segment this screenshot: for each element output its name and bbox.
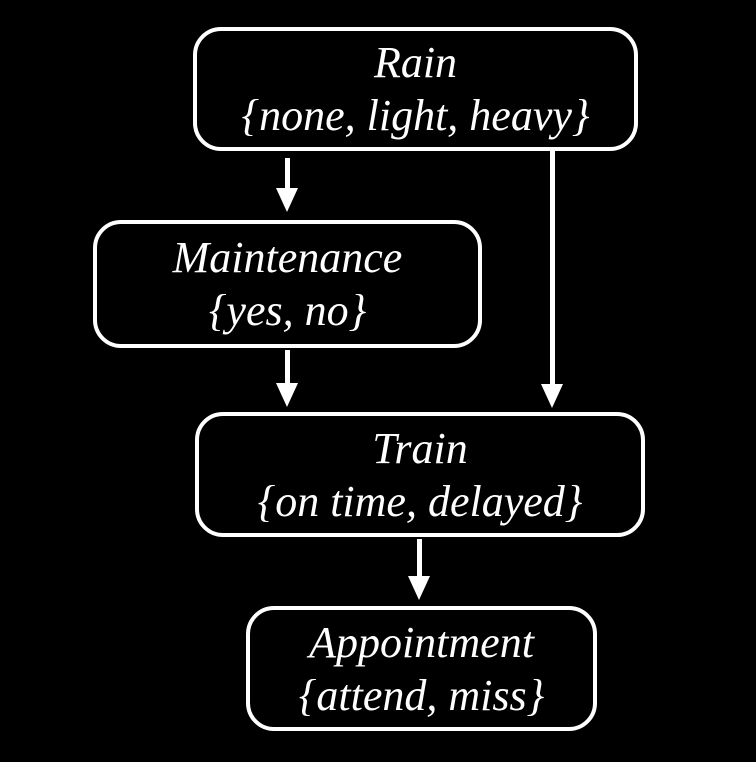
node-rain: Rain {none, light, heavy}: [193, 27, 638, 151]
arrow-shaft: [416, 539, 422, 576]
arrowhead-down-icon: [541, 384, 563, 408]
node-maintenance: Maintenance {yes, no}: [93, 220, 482, 348]
node-rain-title: Rain: [373, 38, 458, 87]
edge-arrow-rain-to-train: [541, 151, 563, 408]
arrowhead-down-icon: [276, 188, 298, 212]
node-train-values: {on time, delayed}: [257, 476, 583, 526]
node-appointment-values: {attend, miss}: [298, 670, 545, 720]
edge-arrow-maintenance-to-train: [276, 350, 298, 407]
edge-arrow-train-to-appointment: [408, 539, 430, 600]
node-maintenance-title: Maintenance: [172, 233, 403, 282]
node-appointment-title: Appointment: [309, 617, 534, 667]
arrowhead-down-icon: [276, 383, 298, 407]
node-appointment: Appointment {attend, miss}: [246, 606, 597, 731]
edge-arrow-rain-to-maintenance: [276, 158, 298, 212]
arrow-shaft: [284, 158, 290, 188]
node-train-title: Train: [372, 423, 468, 473]
arrow-shaft: [284, 350, 290, 383]
arrowhead-down-icon: [408, 576, 430, 600]
node-train: Train {on time, delayed}: [195, 412, 645, 537]
node-maintenance-values: {yes, no}: [208, 286, 367, 335]
node-rain-values: {none, light, heavy}: [241, 91, 590, 140]
arrow-shaft: [549, 151, 555, 384]
